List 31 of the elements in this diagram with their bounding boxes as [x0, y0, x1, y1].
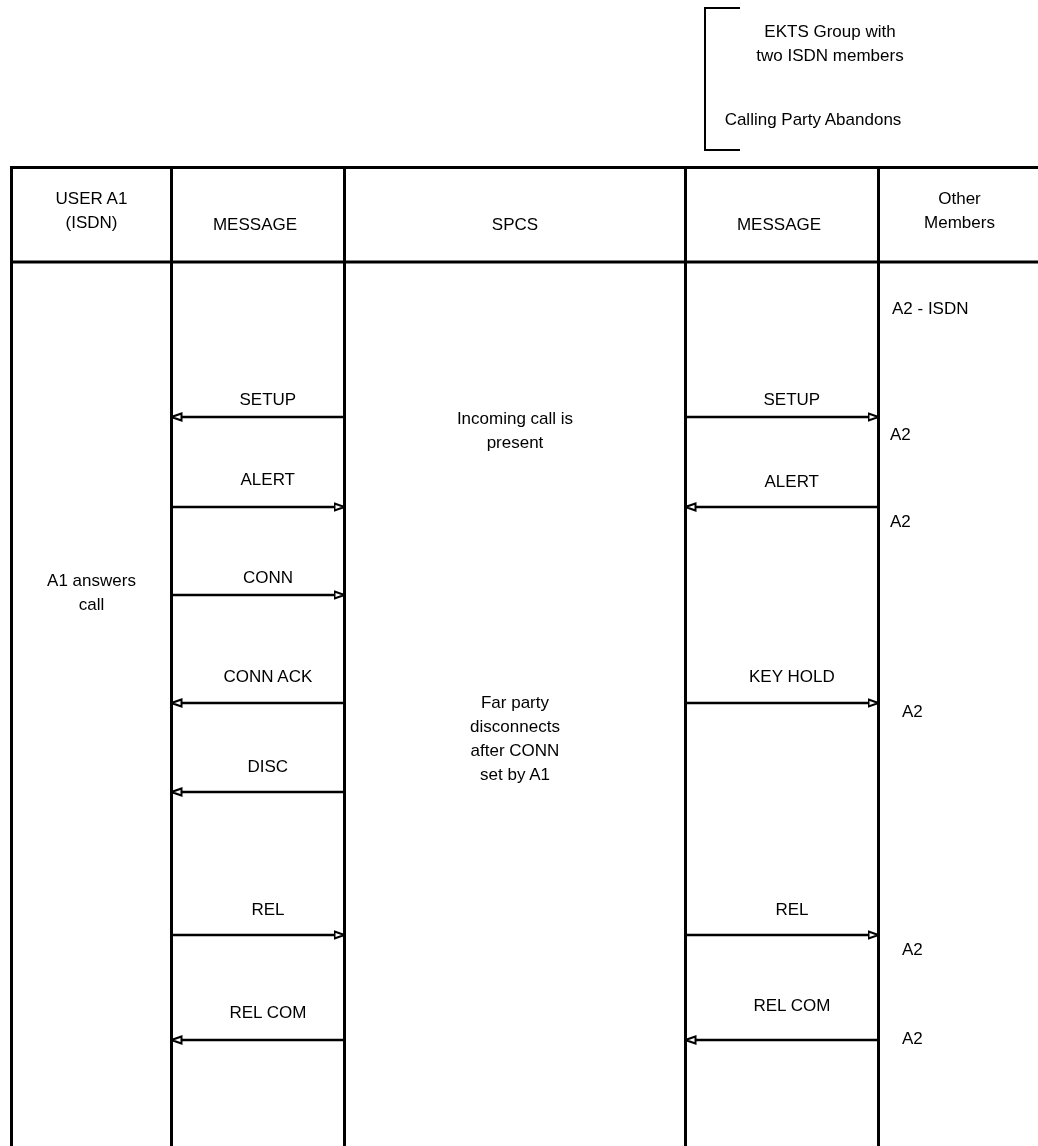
arrow	[685, 412, 880, 422]
party-label: A2	[890, 511, 912, 533]
arrow	[171, 590, 346, 600]
column-header: MESSAGE	[211, 214, 299, 236]
arrow	[685, 930, 880, 940]
arrow	[170, 1035, 345, 1045]
arrow	[170, 787, 345, 797]
bracket-note: EKTS Group with two ISDN members	[755, 21, 905, 67]
party-label: A2	[890, 424, 912, 446]
bracket-note: Calling Party Abandons	[723, 109, 903, 131]
arrow	[170, 698, 345, 708]
arrow	[684, 502, 879, 512]
note-text: A1 answers call	[46, 570, 137, 616]
party-label: A2 - ISDN	[892, 298, 970, 320]
arrow	[684, 1035, 879, 1045]
column-header: MESSAGE	[735, 214, 823, 236]
party-label: A2	[902, 1028, 924, 1050]
arrow	[171, 502, 346, 512]
column-header: Other Members	[923, 188, 996, 234]
column-header: SPCS	[490, 214, 540, 236]
arrow	[171, 930, 346, 940]
note-text: Incoming call is present	[455, 408, 575, 454]
party-label: A2	[902, 939, 924, 961]
party-label: A2	[902, 701, 924, 723]
lifeline-column	[10, 166, 173, 1146]
column-header: USER A1 (ISDN)	[54, 188, 129, 234]
arrow	[170, 412, 345, 422]
arrow	[685, 698, 880, 708]
lifeline-column	[877, 166, 1038, 1146]
note-text: Far party disconnects after CONN set by A1	[469, 692, 561, 786]
lifeline-column	[343, 166, 687, 1146]
